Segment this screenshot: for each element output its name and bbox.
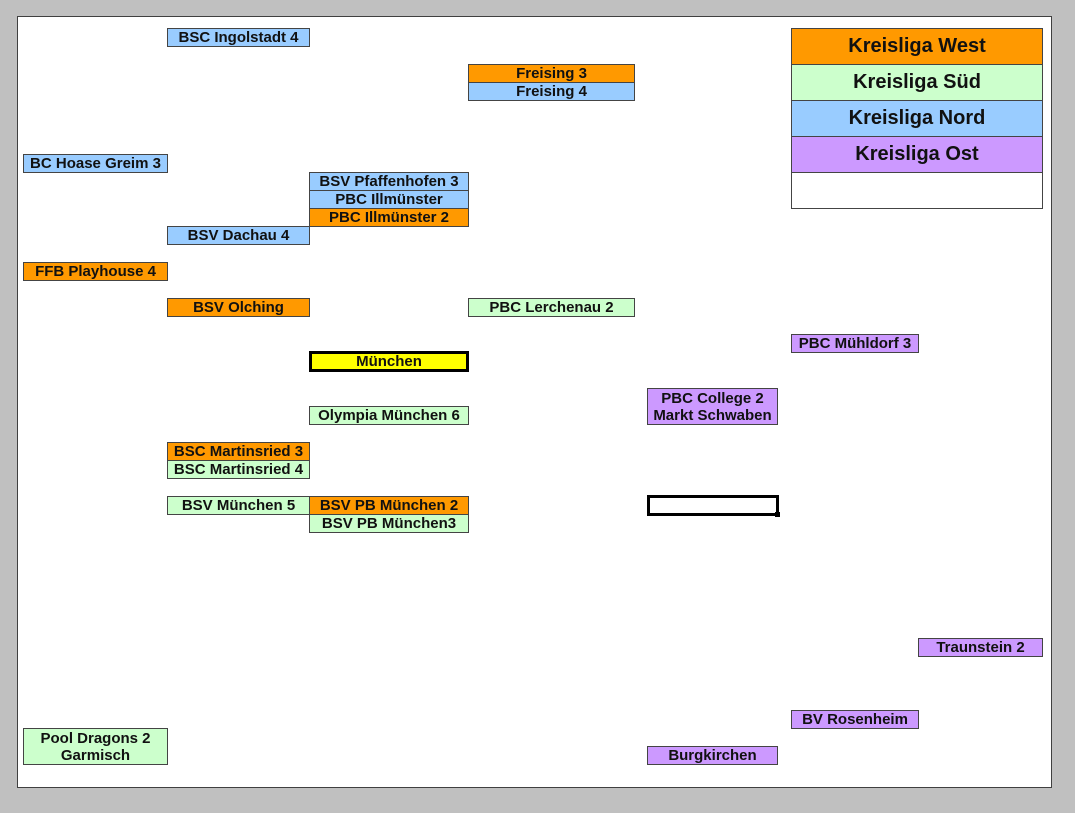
team-pbc-lerchenau-2[interactable]: PBC Lerchenau 2 xyxy=(468,298,635,317)
team-bsv-pfaffenhofen-3[interactable]: BSV Pfaffenhofen 3 xyxy=(309,172,469,191)
fill-handle[interactable] xyxy=(775,512,780,517)
legend-label: Kreisliga Nord xyxy=(848,107,986,129)
team-pbc-illmuenster-2[interactable]: PBC Illmünster 2 xyxy=(309,208,469,227)
team-label: München xyxy=(356,353,422,370)
team-bsc-ingolstadt-4[interactable]: BSC Ingolstadt 4 xyxy=(167,28,310,47)
team-label: Traunstein 2 xyxy=(936,639,1025,656)
selected-cell[interactable] xyxy=(647,495,779,516)
team-bsv-olching[interactable]: BSV Olching xyxy=(167,298,310,317)
legend-label: Kreisliga West xyxy=(848,35,986,57)
team-bv-rosenheim[interactable]: BV Rosenheim xyxy=(791,710,919,729)
team-label: Burgkirchen xyxy=(668,747,757,764)
team-bc-hoase-greim-3[interactable]: BC Hoase Greim 3 xyxy=(23,154,168,173)
team-label: BSV München 5 xyxy=(181,497,296,514)
team-label: BV Rosenheim xyxy=(802,711,908,728)
team-label: PBC College 2 xyxy=(661,389,764,407)
team-label: PBC Mühldorf 3 xyxy=(798,335,912,352)
legend-empty[interactable] xyxy=(791,172,1043,209)
team-label: PBC Illmünster xyxy=(335,191,443,208)
team-traunstein-2[interactable]: Traunstein 2 xyxy=(918,638,1043,657)
team-label-line2: Markt Schwaben xyxy=(653,406,772,424)
team-bsv-pb-muenchen3[interactable]: BSV PB München3 xyxy=(309,514,469,533)
team-label: BSV Pfaffenhofen 3 xyxy=(319,173,459,190)
team-label: BSV Olching xyxy=(193,299,284,316)
team-freising-3[interactable]: Freising 3 xyxy=(468,64,635,83)
team-label: BSC Martinsried 4 xyxy=(173,461,304,478)
legend-sued[interactable]: Kreisliga Süd xyxy=(791,64,1043,101)
legend-label: Kreisliga Süd xyxy=(853,71,981,93)
team-label: BSC Ingolstadt 4 xyxy=(178,29,299,46)
team-label: Olympia München 6 xyxy=(318,407,460,424)
team-label: BSC Martinsried 3 xyxy=(173,443,304,460)
team-bsc-martinsried-4[interactable]: BSC Martinsried 4 xyxy=(167,460,310,479)
team-label: Pool Dragons 2 xyxy=(40,729,151,747)
team-pbc-illmuenster[interactable]: PBC Illmünster xyxy=(309,190,469,209)
team-muenchen[interactable]: München xyxy=(309,351,469,372)
team-label: BC Hoase Greim 3 xyxy=(30,155,161,172)
legend-label: Kreisliga Ost xyxy=(855,143,979,165)
team-pbc-muehldorf-3[interactable]: PBC Mühldorf 3 xyxy=(791,334,919,353)
legend-nord[interactable]: Kreisliga Nord xyxy=(791,100,1043,137)
team-label: BSV Dachau 4 xyxy=(187,227,290,244)
team-ffb-playhouse-4[interactable]: FFB Playhouse 4 xyxy=(23,262,168,281)
legend-ost[interactable]: Kreisliga Ost xyxy=(791,136,1043,173)
team-burgkirchen[interactable]: Burgkirchen xyxy=(647,746,778,765)
legend-west[interactable]: Kreisliga West xyxy=(791,28,1043,65)
team-label: Freising 3 xyxy=(516,65,587,82)
team-label: Freising 4 xyxy=(516,83,587,100)
team-label: PBC Illmünster 2 xyxy=(328,209,450,226)
team-label: PBC Lerchenau 2 xyxy=(489,299,614,316)
team-freising-4[interactable]: Freising 4 xyxy=(468,82,635,101)
team-label: FFB Playhouse 4 xyxy=(35,263,156,280)
team-bsv-muenchen-5[interactable]: BSV München 5 xyxy=(167,496,310,515)
team-olympia-muenchen-6[interactable]: Olympia München 6 xyxy=(309,406,469,425)
team-label-line2: Garmisch xyxy=(60,746,131,764)
team-label: BSV PB München3 xyxy=(321,515,457,532)
team-bsc-martinsried-3[interactable]: BSC Martinsried 3 xyxy=(167,442,310,461)
team-bsv-pb-muenchen-2[interactable]: BSV PB München 2 xyxy=(309,496,469,515)
team-bsv-dachau-4[interactable]: BSV Dachau 4 xyxy=(167,226,310,245)
team-label: BSV PB München 2 xyxy=(319,497,459,514)
